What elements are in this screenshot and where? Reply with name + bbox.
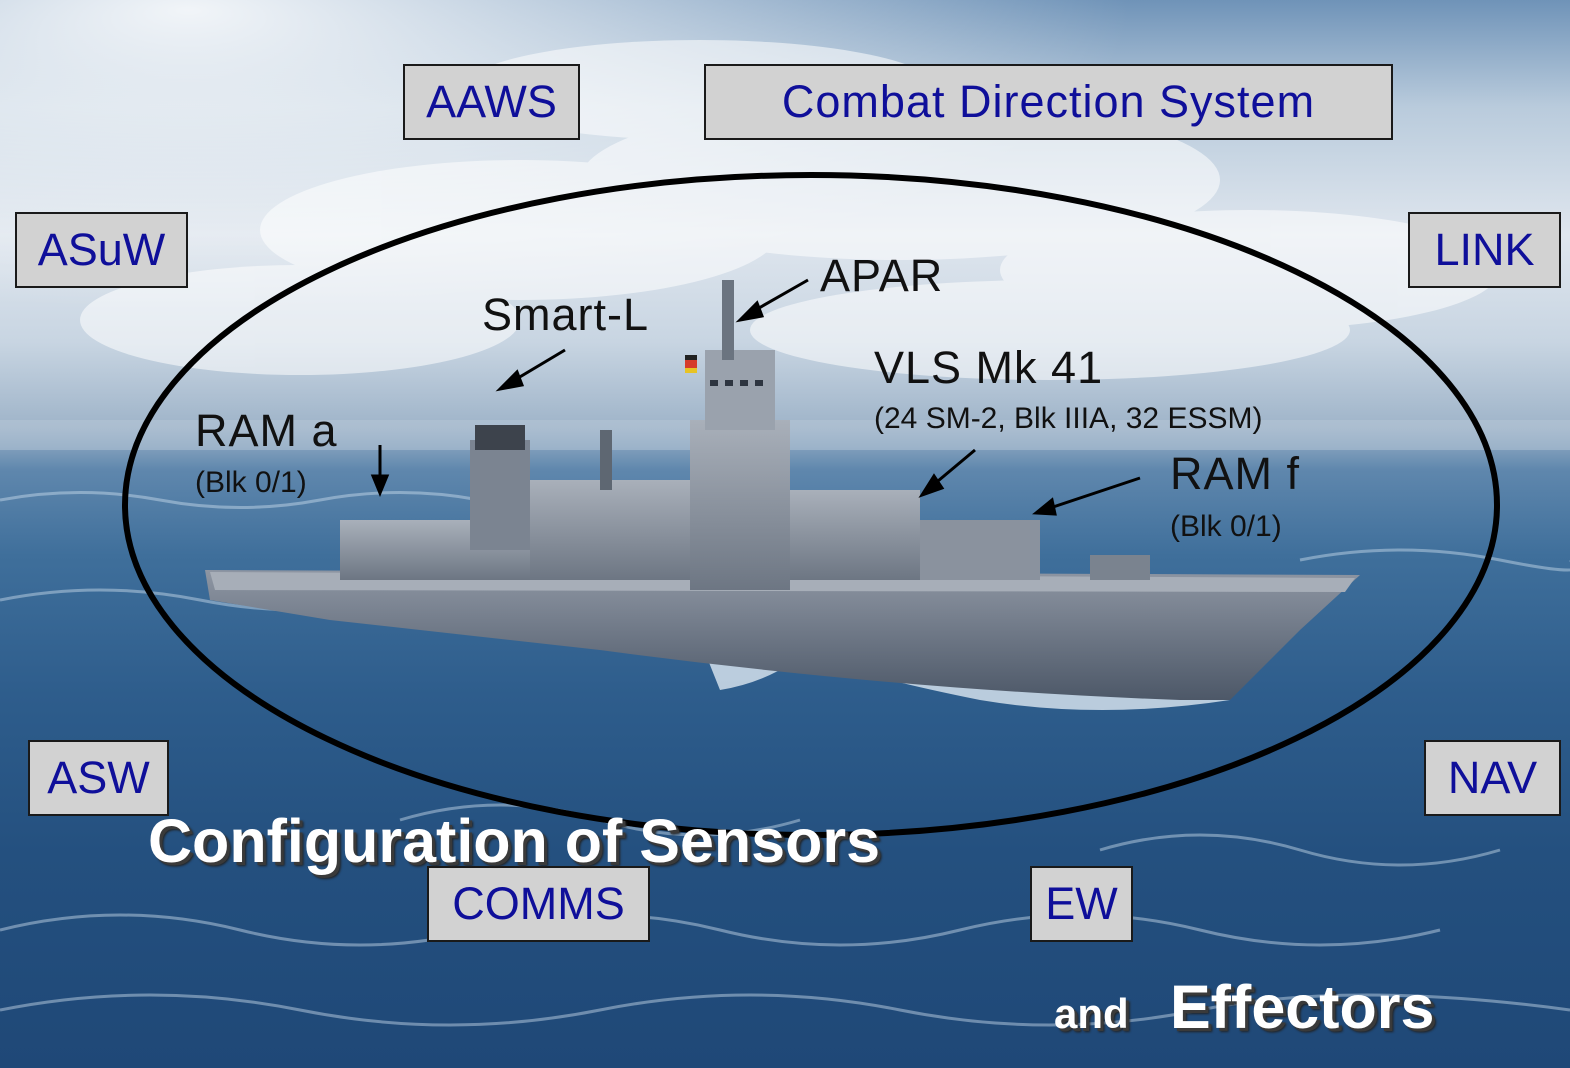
asuw-box: ASuW — [15, 212, 188, 288]
vls-label: VLS Mk 41 — [874, 342, 1104, 393]
callout-arrows — [370, 278, 1141, 516]
vls-detail-label: (24 SM-2, Blk IIIA, 32 ESSM) — [874, 402, 1263, 435]
title-line-1: Configuration of Sensors — [148, 807, 880, 875]
ram-a-label: RAM a — [195, 405, 338, 456]
ram-a-detail-label: (Blk 0/1) — [195, 466, 307, 499]
ew-box: EW — [1030, 866, 1133, 942]
aaws-box: AAWS — [403, 64, 580, 140]
ram-f-detail-label: (Blk 0/1) — [1170, 510, 1282, 543]
system-boundary-oval — [122, 172, 1500, 838]
title-effectors: Effectors — [1170, 973, 1435, 1041]
ram-f-label: RAM f — [1170, 448, 1301, 499]
asw-box: ASW — [28, 740, 169, 816]
apar-label: APAR — [820, 250, 944, 301]
comms-box: COMMS — [427, 866, 650, 942]
title-and: and — [1054, 990, 1129, 1037]
smart-l-label: Smart-L — [482, 289, 650, 340]
link-box: LINK — [1408, 212, 1561, 288]
frigate — [205, 280, 1360, 700]
combat-direction-system-box: Combat Direction System — [704, 64, 1393, 140]
nav-box: NAV — [1424, 740, 1561, 816]
